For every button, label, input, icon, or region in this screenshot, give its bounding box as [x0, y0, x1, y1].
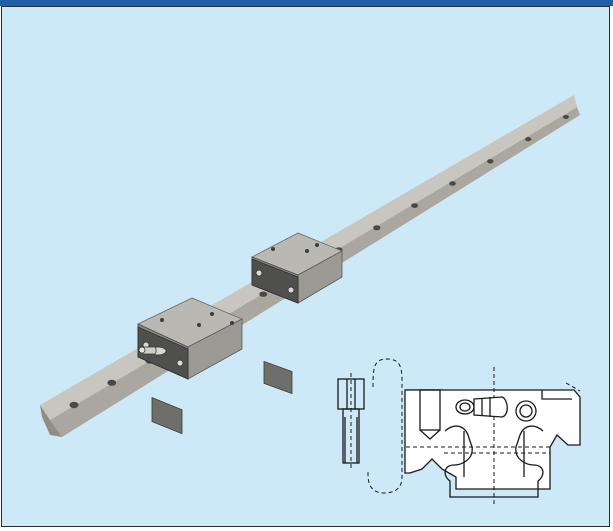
grease-nipple	[138, 346, 167, 356]
rail-end-face	[40, 405, 62, 437]
carriage-block-rear	[251, 232, 343, 395]
cap-screw-drawing	[337, 373, 365, 469]
illustration-panel	[1, 6, 610, 527]
rail-hole	[449, 181, 456, 186]
rail-hole	[411, 203, 419, 209]
rail-hole	[107, 379, 117, 386]
illustration-svg	[40, 95, 581, 507]
cross-section-inset	[337, 358, 581, 507]
rail-hole	[563, 115, 569, 119]
rail-hole	[373, 225, 381, 231]
rail-hole	[487, 159, 494, 164]
rail-hole	[259, 291, 268, 297]
rail-hole	[525, 137, 532, 142]
leader-line	[367, 358, 403, 494]
grease-nipple-drawing	[455, 396, 508, 418]
block-section-drawing	[404, 367, 581, 507]
top-accent-bar	[0, 0, 613, 6]
carriage-block-front	[137, 297, 243, 435]
rail-hole	[69, 401, 79, 409]
